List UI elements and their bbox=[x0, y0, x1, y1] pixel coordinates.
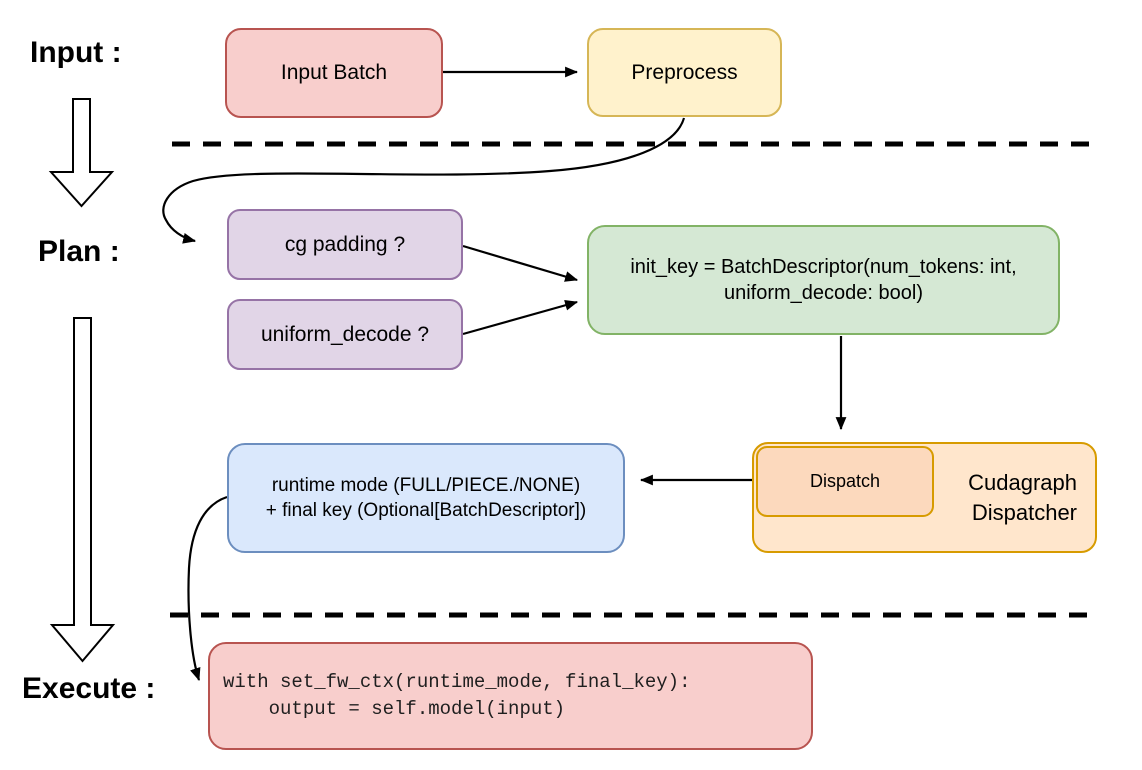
stage-label-input: Input : bbox=[30, 36, 122, 69]
node-init-key-line2: uniform_decode: bool) bbox=[723, 282, 923, 304]
node-cudagraph-line1: Cudagraph bbox=[968, 470, 1077, 496]
stage-label-execute: Execute : bbox=[22, 672, 156, 705]
node-cudagraph-line2: Dispatcher bbox=[971, 499, 1077, 525]
edge-runtimemode-to-executecode bbox=[187, 495, 228, 682]
node-preprocess-label: Preprocess bbox=[631, 60, 738, 84]
execute-code-line1: with set_fw_ctx(runtime_mode, final_key)… bbox=[223, 671, 691, 693]
node-preprocess: Preprocess bbox=[587, 28, 782, 117]
node-input-batch: Input Batch bbox=[225, 28, 443, 118]
node-runtime-mode: runtime mode (FULL/PIECE./NONE) + final … bbox=[227, 443, 625, 553]
edge-cgpadding-to-initkey bbox=[462, 244, 579, 282]
plan-to-execute-arrow bbox=[49, 317, 116, 663]
node-runtime-mode-line2: + final key (Optional[BatchDescriptor]) bbox=[265, 500, 587, 521]
node-cg-padding: cg padding ? bbox=[227, 209, 463, 280]
node-runtime-mode-line1: runtime mode (FULL/PIECE./NONE) bbox=[271, 474, 581, 496]
node-uniform-decode: uniform_decode ? bbox=[227, 299, 463, 370]
node-uniform-decode-label: uniform_decode ? bbox=[260, 322, 430, 346]
node-init-key: init_key = BatchDescriptor(num_tokens: i… bbox=[587, 225, 1060, 335]
node-init-key-line1: init_key = BatchDescriptor(num_tokens: i… bbox=[630, 255, 1017, 278]
node-execute-code: with set_fw_ctx(runtime_mode, final_key)… bbox=[208, 642, 813, 750]
node-input-batch-label: Input Batch bbox=[280, 61, 388, 85]
edge-preprocess-to-cgpadding bbox=[162, 117, 686, 244]
stage-label-plan: Plan : bbox=[38, 235, 120, 268]
input-to-plan-arrow bbox=[48, 98, 115, 208]
node-dispatch: Dispatch bbox=[756, 446, 934, 517]
execute-code-line2: output = self.model(input) bbox=[223, 698, 566, 720]
node-dispatch-label: Dispatch bbox=[809, 470, 881, 491]
node-cg-padding-label: cg padding ? bbox=[284, 232, 406, 256]
edge-uniformdecode-to-initkey bbox=[462, 300, 579, 336]
